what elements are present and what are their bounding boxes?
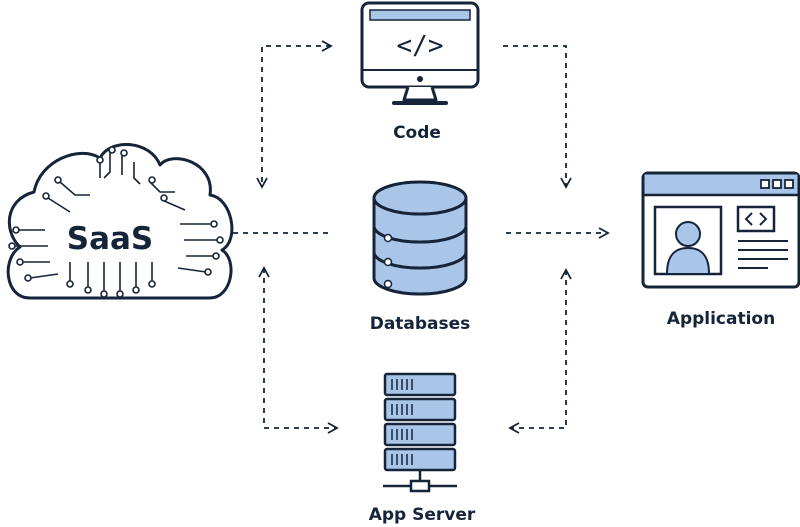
application-label: Application [666,309,776,329]
arrow-code-databases [256,40,333,189]
circuit-nodes [8,146,224,298]
code-glyph: </> [397,31,444,61]
saas-cloud-icon: SaaS [6,143,234,300]
arrow-databases-appserver-right [508,268,572,434]
databases-label: Databases [369,314,471,334]
application-window-icon [641,171,800,289]
connectors [233,40,610,434]
database-icon [372,180,468,296]
code-label: Code [393,123,441,143]
arrow-databases-appserver-left [258,266,339,434]
app-server-label: App Server [368,505,476,525]
saas-label: SaaS [67,221,154,257]
monitor-code-icon: </> [360,1,480,105]
user-avatar-icon [665,221,711,275]
arrow-code-application [503,45,572,189]
server-rack-icon [383,372,457,493]
circuit-traces [14,152,218,292]
